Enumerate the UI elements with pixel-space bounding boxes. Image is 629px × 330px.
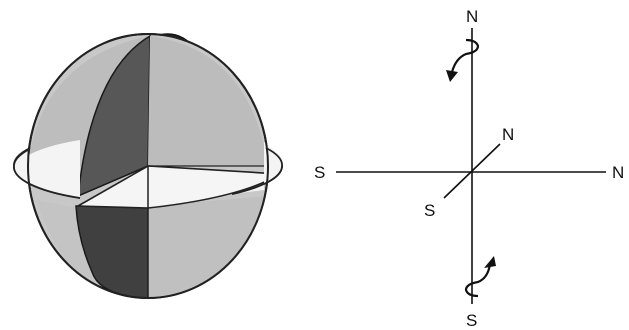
label-horizontal-right: N: [612, 163, 624, 182]
diagonal-axis: [443, 143, 501, 199]
upper-right-face: [148, 36, 268, 166]
bottom-rotation-arrowhead: [484, 256, 496, 268]
axes-diagram: N S S N N S: [314, 7, 624, 330]
lower-left-face: [36, 200, 100, 290]
label-vertical-bottom: S: [466, 311, 477, 330]
top-rotation-arrowhead: [446, 70, 458, 82]
equatorial-disk-left-fill: [13, 140, 80, 198]
equatorial-disk-front-right-rim: [231, 147, 283, 195]
equatorial-disk-front-left-rim: [13, 165, 81, 199]
top-rotation-arrow: [450, 38, 480, 73]
label-vertical-top: N: [466, 7, 478, 26]
lower-right-face: [148, 196, 268, 298]
sphere-outline: [27, 33, 269, 299]
equatorial-disk-back-left-rim: [13, 147, 31, 167]
bottom-rotation-arrow: [464, 263, 492, 298]
label-horizontal-left: S: [314, 163, 325, 182]
vertical-plane-lower: [75, 205, 149, 298]
label-diagonal-upper: N: [502, 125, 514, 144]
three-planes-sphere: [13, 33, 283, 299]
label-diagonal-lower: S: [424, 201, 435, 220]
